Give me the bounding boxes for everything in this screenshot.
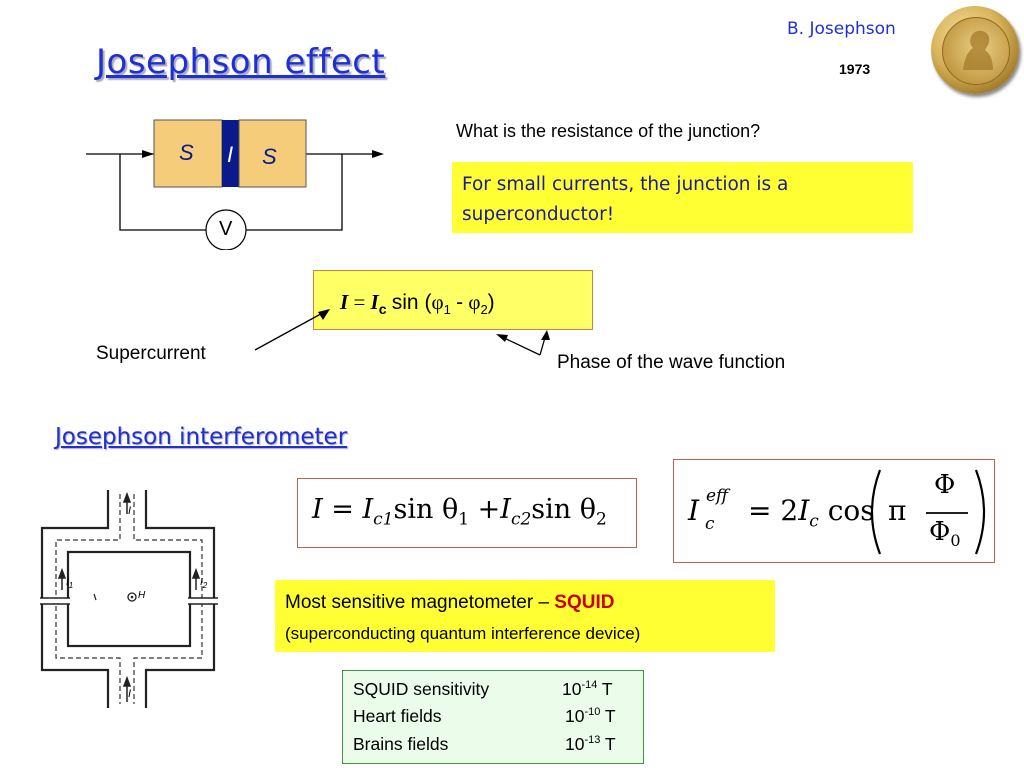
award-year: 1973 [839, 61, 871, 77]
sensitivity-row-value: 10-13 T [565, 734, 616, 754]
interferometer-current-top: I [128, 505, 132, 517]
superconductor-right [238, 119, 307, 188]
sensitivity-row-value: 10-10 T [565, 706, 616, 726]
effective-current-lhs: I [688, 494, 700, 527]
josephson-formula: I = Ic sin (φ1 - φ2) [340, 290, 495, 317]
label-insulator: I [227, 142, 234, 167]
formula-phi1: φ [431, 290, 444, 314]
formula-phi2: φ [468, 290, 481, 314]
phase-arrow-icon-1 [541, 330, 550, 340]
superconductor-left [153, 119, 223, 188]
insulator-layer [222, 120, 239, 187]
voltmeter-icon [205, 209, 247, 250]
phase-arrow-line-2 [499, 335, 541, 356]
junction-circuit-diagram [86, 119, 384, 250]
sensitivity-row-label: Brains fields [353, 734, 449, 754]
formula-sin: sin ( [391, 291, 432, 314]
author-name: B. Josephson [787, 19, 896, 39]
squid-box [275, 580, 775, 652]
flux-numerator: Φ [934, 470, 956, 500]
input-arrow-icon [142, 150, 154, 158]
squid-name: SQUID [554, 592, 615, 613]
junction-left [40, 598, 70, 604]
formula-current: I [340, 290, 349, 314]
sensitivity-row-label: SQUID sensitivity [353, 679, 490, 699]
annotation-arrows [254, 309, 550, 356]
sensitivity-row-label: Heart fields [353, 706, 442, 726]
answer-box [452, 162, 913, 233]
meter-wire-left [119, 154, 206, 231]
sensitivity-table [342, 670, 644, 764]
voltmeter-label: V [219, 218, 233, 240]
interference-sum-equation: I = Ic1sin θ1 +Ic2sin θ2 [312, 494, 607, 530]
field-label: H [138, 590, 146, 601]
supercurrent-arrow-icon [318, 309, 330, 320]
effective-current-pi: π [888, 494, 907, 527]
phase-label: Phase of the wave function [557, 352, 786, 373]
interference-sum-equation-box [297, 478, 637, 548]
sensitivity-row-value: 10-14 T [562, 679, 613, 699]
answer-text: For small currents, the junction is a su… [462, 170, 788, 230]
junction-right [188, 598, 218, 604]
effective-current-sub: c [705, 514, 715, 534]
effective-current-sup: eff [706, 486, 729, 506]
formula-minus: - [456, 291, 464, 314]
label-s-left: S [179, 140, 194, 165]
squid-title: Most sensitive magnetometer – SQUID [285, 592, 614, 614]
squid-prefix: Most sensitive magnetometer – [285, 592, 555, 613]
answer-line-1: For small currents, the junction is a [462, 174, 789, 195]
formula-critical-current: I [370, 290, 379, 314]
interferometer-heading: Josephson interferometer [55, 424, 348, 450]
formula-phi1-sub: 1 [443, 302, 451, 318]
meter-wire-right [246, 154, 343, 231]
supercurrent-arrow-line [254, 309, 329, 351]
cos-argument-parens [870, 469, 986, 555]
formula-phi2-sub: 2 [480, 302, 488, 318]
formula-critical-sub: c [378, 301, 387, 318]
effective-current-rhs: = 2Ic cos [748, 494, 875, 532]
branch-current-1: I1 [66, 577, 74, 590]
josephson-formula-box [313, 270, 593, 330]
label-s-right: S [262, 144, 277, 169]
squid-expansion: (superconducting quantum interference de… [285, 624, 641, 643]
supercurrent-label: Supercurrent [96, 343, 206, 364]
medal-portrait [942, 17, 1010, 85]
phase-arrow-icon-2 [496, 334, 508, 342]
formula-close: ) [487, 291, 495, 314]
slide-title: Josephson effect [96, 42, 386, 82]
effective-current-equation-box [673, 459, 995, 563]
interferometer-current-bottom: I [128, 688, 132, 700]
current-arrows [57, 491, 201, 702]
flux-denominator: Φ0 [929, 517, 961, 551]
formula-equals: = [353, 290, 366, 314]
resistance-question: What is the resistance of the junction? [456, 121, 761, 141]
magnetic-field-icon [127, 592, 137, 602]
answer-line-2: superconductor! [462, 204, 615, 225]
output-arrow-icon [372, 150, 384, 158]
branch-current-2: I2 [200, 577, 208, 590]
interferometer-diagram [40, 490, 218, 708]
portrait-silhouette-icon [963, 30, 993, 71]
